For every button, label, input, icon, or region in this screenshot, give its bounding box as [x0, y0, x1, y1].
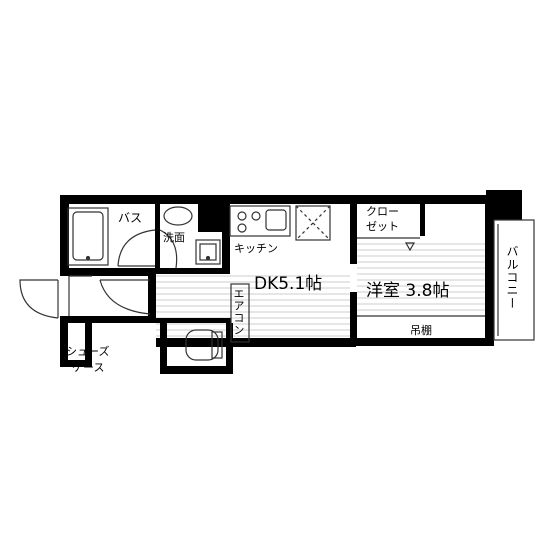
interior-walls	[155, 204, 425, 342]
floor-stripes	[156, 243, 485, 337]
bath-label: バス	[118, 211, 143, 225]
fixtures	[19, 205, 535, 361]
outer-walls	[60, 190, 522, 374]
shelf-label: 吊棚	[410, 324, 432, 337]
shoes-label-line1: シューズ	[66, 345, 110, 358]
closet-label-line2: ゼット	[366, 220, 399, 233]
kitchen-label: キッチン	[234, 242, 278, 255]
aircon-label: エアコン	[232, 288, 245, 336]
shoes-label-line2: ケース	[72, 361, 105, 374]
closet-label-line1: クロー	[366, 205, 399, 218]
washroom-label: 洗面	[163, 231, 185, 244]
dk-label: DK5.1帖	[254, 274, 323, 294]
western-room-label: 洋室 3.8帖	[366, 281, 450, 301]
balcony-label: バルコニー	[505, 245, 519, 310]
